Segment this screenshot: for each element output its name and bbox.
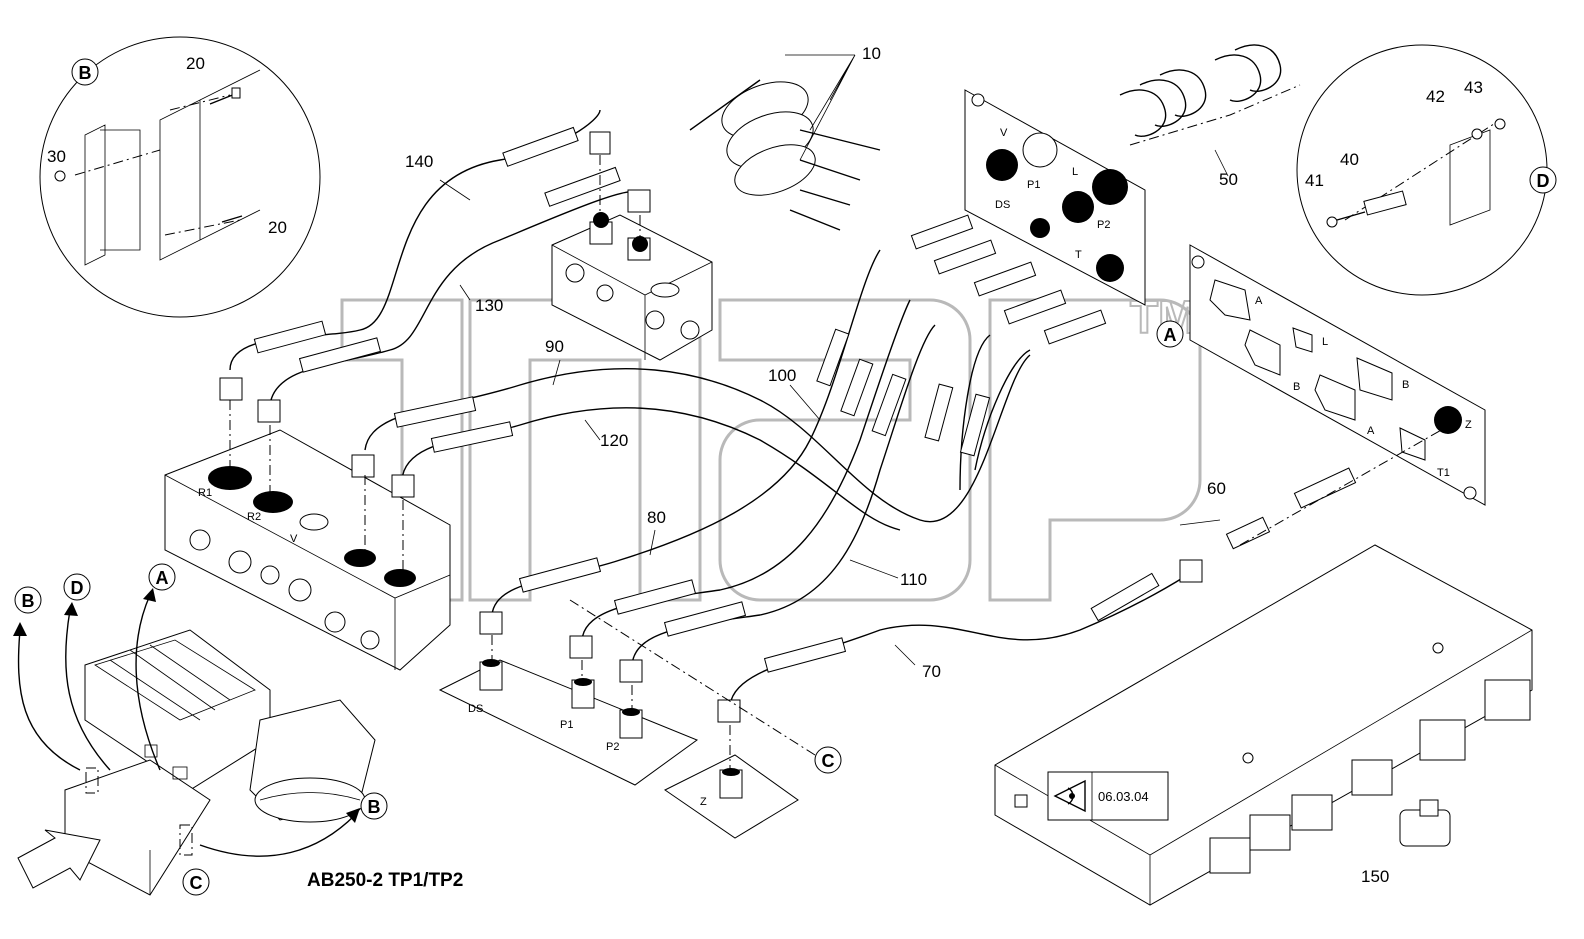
- port-label-v: V: [290, 533, 298, 545]
- arrow-marker-c: C: [182, 868, 210, 896]
- page-title: AB250-2 TP1/TP2: [307, 870, 463, 891]
- watermark-logo: TM: [340, 290, 1202, 602]
- cable-ties-50: [1119, 44, 1301, 177]
- callout-50: 50: [1219, 170, 1238, 189]
- port-label-r2: R2: [247, 511, 261, 523]
- svg-text:A: A: [156, 568, 169, 588]
- detail-marker-a: A: [1156, 320, 1184, 348]
- fittings-row: [910, 214, 1107, 345]
- svg-text:A: A: [1164, 325, 1177, 345]
- callout-20-bottom: 20: [268, 218, 287, 237]
- svg-text:C: C: [822, 751, 835, 771]
- reference-box: 06.03.04: [1047, 771, 1169, 821]
- svg-text:D: D: [71, 578, 84, 598]
- callout-90: 90: [545, 337, 564, 356]
- callout-43: 43: [1464, 78, 1483, 97]
- callout-41: 41: [1305, 171, 1324, 190]
- arrow-marker-d: D: [63, 573, 91, 601]
- plate-label-p1: P1: [1027, 179, 1040, 191]
- panel-a: A L B B A Z T1: [1189, 244, 1486, 506]
- callout-130: 130: [475, 296, 503, 315]
- plate-ds-p1-p2: DS P1 P2: [438, 659, 699, 786]
- leader-lines: [439, 179, 1221, 666]
- valve-block-upper: [551, 212, 713, 361]
- panel-label-a2: A: [1367, 425, 1375, 437]
- eye-icon: [1053, 779, 1086, 813]
- machine-overview: [64, 629, 376, 896]
- detail-b-circle: [39, 36, 321, 318]
- port-label-p2: P2: [606, 741, 619, 753]
- svg-text:B: B: [79, 63, 92, 83]
- callout-150: 150: [1361, 867, 1389, 886]
- callout-140: 140: [405, 152, 433, 171]
- port-label-ds: DS: [468, 703, 483, 715]
- bulkhead-plate: V P1 L DS P2 T: [964, 89, 1146, 306]
- hose-100: [479, 249, 881, 635]
- detail-marker-d: D: [1529, 166, 1557, 194]
- callout-120: 120: [600, 431, 628, 450]
- plate-label-p2: P2: [1097, 219, 1110, 231]
- hose-140: [219, 109, 611, 401]
- hose-vertical-set: [924, 334, 1031, 491]
- detail-marker-b: B: [71, 58, 99, 86]
- hose-130: [257, 166, 651, 423]
- detail-d-circle: [1296, 44, 1548, 296]
- plate-label-l: L: [1072, 166, 1078, 178]
- arrow-marker-b-left: B: [14, 586, 42, 614]
- port-label-p1: P1: [560, 719, 573, 731]
- dash-lines: [229, 155, 816, 770]
- callout-110: 110: [900, 570, 927, 589]
- port-label-r1: R1: [198, 487, 212, 499]
- callout-42: 42: [1426, 87, 1445, 106]
- callout-20-top: 20: [186, 54, 205, 73]
- panel-label-l: L: [1322, 336, 1328, 348]
- overview-arrows: [13, 588, 360, 857]
- arrow-marker-a: A: [148, 563, 176, 591]
- svg-text:B: B: [22, 591, 35, 611]
- hose-90: [351, 354, 1031, 523]
- svg-text:B: B: [368, 797, 381, 817]
- hose-clamps-10: [689, 54, 881, 231]
- plate-label-ds: DS: [995, 199, 1010, 211]
- plate-z: Z: [664, 754, 799, 839]
- panel-label-a1: A: [1255, 295, 1263, 307]
- callout-30: 30: [47, 147, 66, 166]
- plate-label-t: T: [1075, 249, 1082, 261]
- arrow-marker-b-right: B: [360, 792, 388, 820]
- panel-label-b2: B: [1402, 379, 1409, 391]
- plate-label-v: V: [1000, 127, 1008, 139]
- callout-40: 40: [1340, 150, 1359, 169]
- callout-60: 60: [1207, 479, 1226, 498]
- callout-80: 80: [647, 508, 666, 527]
- callout-10: 10: [862, 44, 881, 63]
- panel-label-b1: B: [1293, 381, 1300, 393]
- svg-text:D: D: [1537, 171, 1550, 191]
- fitting-60: [1225, 424, 1451, 550]
- control-box: [994, 544, 1533, 906]
- hose-80: [569, 299, 911, 659]
- valve-block-left: R1 R2 V: [164, 429, 451, 671]
- hose-120: [391, 407, 901, 531]
- arrow-outline: [17, 829, 101, 889]
- port-label-z: Z: [700, 796, 707, 808]
- detail-marker-c: C: [814, 746, 842, 774]
- svg-text:C: C: [190, 873, 203, 893]
- callout-100: 100: [768, 366, 796, 385]
- panel-label-t1: T1: [1437, 467, 1450, 479]
- reference-text: 06.03.04: [1098, 789, 1149, 804]
- hose-70: [717, 559, 1203, 723]
- hose-110: [619, 324, 936, 683]
- panel-label-z: Z: [1465, 419, 1472, 431]
- connector-150: [1399, 799, 1451, 847]
- callout-70: 70: [922, 662, 941, 681]
